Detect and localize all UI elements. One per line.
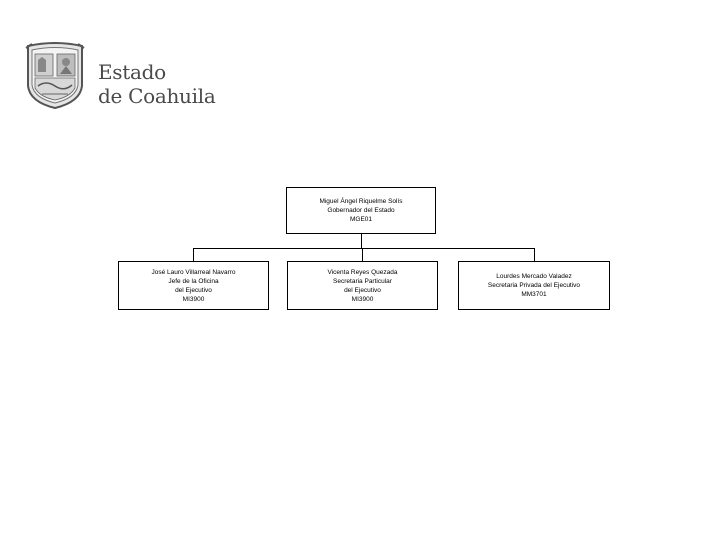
node-line: Lourdes Mercado Valadez <box>496 273 572 280</box>
brand-line-1: Estado <box>98 60 166 84</box>
connector-root-down <box>361 234 362 248</box>
node-code: MGE01 <box>349 216 373 223</box>
node-line: José Lauro Villarreal Navarro <box>151 268 236 276</box>
connector-child-3 <box>534 248 535 261</box>
node-line: Secretaria Particular <box>333 277 392 285</box>
connector-child-1 <box>193 248 194 261</box>
coat-of-arms-icon <box>25 42 85 110</box>
org-node-chief-of-office: José Lauro Villarreal Navarro Jefe de la… <box>118 261 269 310</box>
node-line: MI3900 <box>351 295 374 303</box>
brand-line-2: de Coahuila <box>98 84 216 108</box>
org-node-particular-secretary: Vicenta Reyes Quezada Secretaria Particu… <box>287 261 438 310</box>
node-title: Gobernador del Estado <box>327 207 395 214</box>
node-line: del Ejecutivo <box>175 286 212 294</box>
node-line: MI3900 <box>182 295 205 303</box>
node-line: del Ejecutivo <box>344 286 381 294</box>
connector-horizontal <box>193 248 535 249</box>
brand-name: Estado de Coahuila <box>98 60 216 108</box>
node-line: Jefe de la Oficina <box>168 277 219 285</box>
node-name: Miguel Ángel Riquelme Solís <box>319 198 403 205</box>
org-node-private-secretary: Lourdes Mercado Valadez Secretaria Priva… <box>458 261 610 310</box>
org-node-governor: Miguel Ángel Riquelme Solís Gobernador d… <box>286 187 436 234</box>
node-line: Secretaria Privada del Ejecutivo <box>487 282 581 289</box>
node-line: Vicenta Reyes Quezada <box>327 268 398 276</box>
node-line: MM3701 <box>521 291 547 298</box>
connector-child-2 <box>362 248 363 261</box>
